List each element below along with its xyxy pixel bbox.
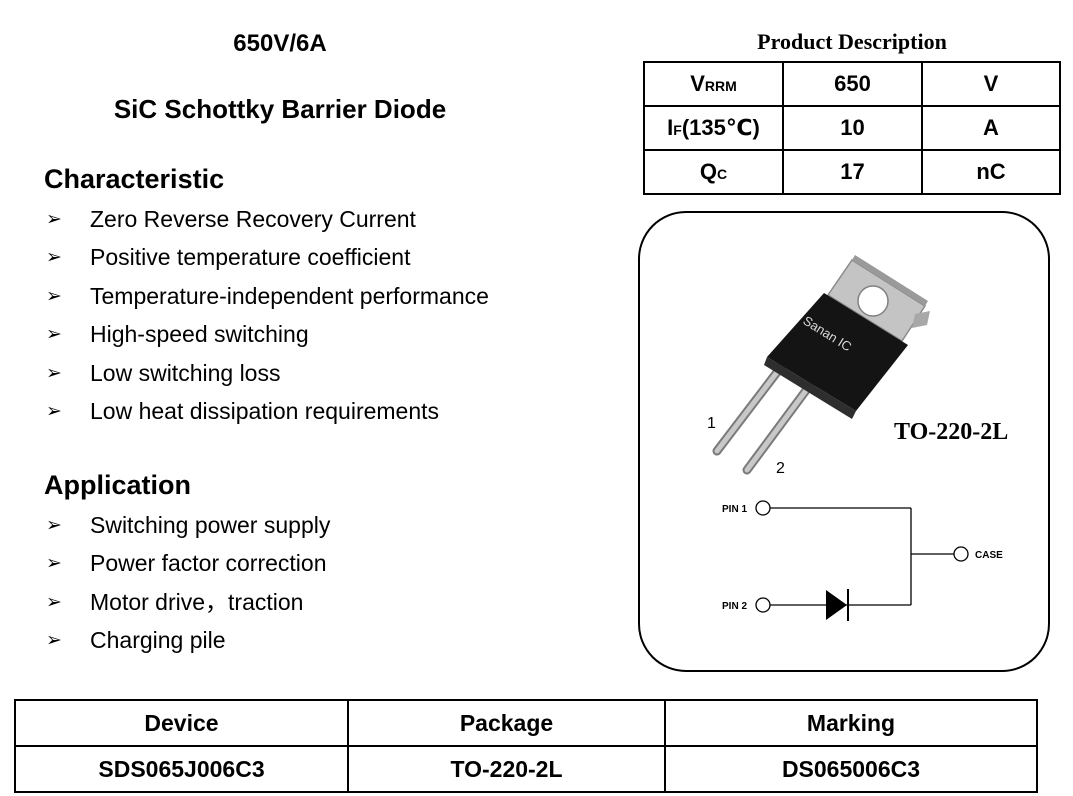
device-rating: 650V/6A (233, 30, 327, 57)
product-description-title: Product Description (757, 29, 947, 54)
arrow-bullet-icon: ➢ (46, 399, 62, 422)
pin2-terminal-icon (755, 597, 771, 613)
device-table: Device Package Marking SDS065J006C3 TO-2… (14, 699, 1038, 793)
unit-cell: V (921, 61, 1061, 107)
table-row: QC 17 nC (643, 149, 1061, 195)
diode-symbol-icon (826, 590, 847, 620)
table-row: SDS065J006C3 TO-220-2L DS065006C3 (14, 745, 1038, 793)
header-marking: Marking (664, 699, 1038, 747)
arrow-bullet-icon: ➢ (46, 246, 62, 269)
arrow-bullet-icon: ➢ (46, 323, 62, 346)
device-subtitle: SiC Schottky Barrier Diode (113, 94, 447, 124)
arrow-bullet-icon: ➢ (46, 361, 62, 384)
list-item: ➢Positive temperature coefficient (46, 244, 411, 271)
list-item: ➢Charging pile (46, 627, 226, 654)
characteristic-list: ➢Zero Reverse Recovery Current ➢Positive… (46, 206, 489, 436)
arrow-bullet-icon: ➢ (46, 552, 62, 575)
arrow-bullet-icon: ➢ (46, 208, 62, 230)
package-value: TO-220-2L (347, 745, 666, 793)
unit-cell: nC (921, 149, 1061, 195)
arrow-bullet-icon: ➢ (46, 590, 62, 613)
metal-tab-edge (852, 255, 928, 306)
list-item: ➢Low switching loss (46, 359, 281, 386)
case-label: CASE (975, 550, 1003, 561)
param-cell: VRRM (643, 61, 784, 107)
package-body-icon (767, 293, 908, 411)
list-item: ➢Power factor correction (46, 550, 327, 577)
package-label: TO-220-2L (894, 419, 1008, 445)
application-heading: Application (44, 470, 191, 500)
header-device: Device (14, 699, 349, 747)
list-item: ➢Switching power supply (46, 512, 331, 538)
pin1-label: PIN 1 (722, 504, 747, 515)
param-cell: IF(135℃) (643, 105, 784, 151)
characteristic-heading: Characteristic (44, 164, 225, 194)
case-terminal-icon (953, 546, 969, 562)
list-item: ➢Temperature-independent performance (46, 282, 489, 309)
list-item: ➢High-speed switching (46, 321, 309, 348)
application-list: ➢Switching power supply ➢Power factor co… (46, 512, 330, 666)
value-cell: 10 (782, 105, 923, 151)
param-cell: QC (643, 149, 784, 195)
arrow-bullet-icon: ➢ (46, 514, 62, 536)
mounting-hole-icon (857, 285, 889, 317)
arrow-bullet-icon: ➢ (46, 629, 62, 652)
list-item: ➢Motor drive，traction (46, 588, 304, 615)
list-item: ➢Zero Reverse Recovery Current (46, 206, 416, 232)
list-item: ➢Low heat dissipation requirements (46, 397, 440, 424)
lead-1-label: 1 (707, 415, 716, 432)
unit-cell: A (921, 105, 1061, 151)
lead-2-label: 2 (776, 460, 785, 477)
product-description-table: VRRM 650 V IF(135℃) 10 A QC 17 nC (643, 61, 1061, 195)
package-figure-box: Sanan IC 1 2 TO-220-2L PIN 1 CASE PIN 2 (638, 211, 1050, 672)
device-value: SDS065J006C3 (14, 745, 349, 793)
table-row: IF(135℃) 10 A (643, 105, 1061, 151)
value-cell: 17 (782, 149, 923, 195)
pin2-label: PIN 2 (722, 601, 747, 612)
marking-value: DS065006C3 (664, 745, 1038, 793)
header-package: Package (347, 699, 666, 747)
arrow-bullet-icon: ➢ (46, 284, 62, 307)
pin1-terminal-icon (755, 500, 771, 516)
package-figure: Sanan IC 1 2 TO-220-2L PIN 1 CASE PIN 2 (707, 255, 1008, 621)
table-header-row: Device Package Marking (14, 699, 1038, 747)
table-row: VRRM 650 V (643, 61, 1061, 107)
value-cell: 650 (782, 61, 923, 107)
tab-notch (912, 311, 930, 328)
